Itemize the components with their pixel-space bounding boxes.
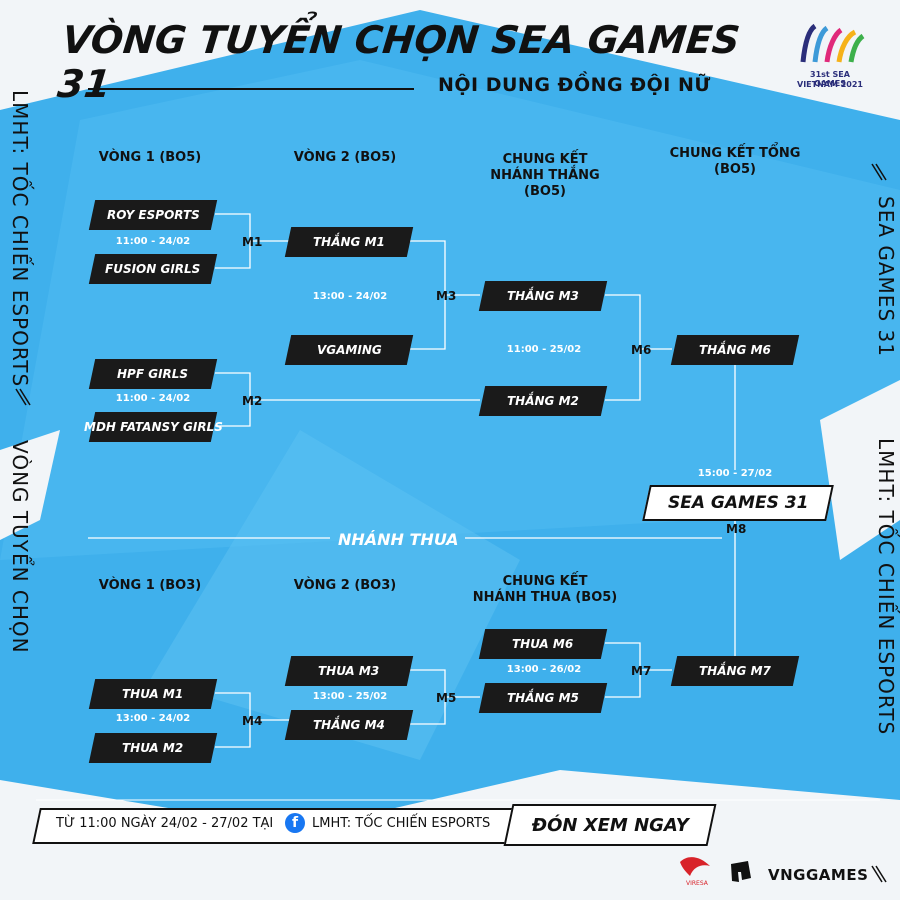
footer-page-link[interactable]: LMHT: TỐC CHIẾN ESPORTS xyxy=(312,816,491,831)
match-time-m8: 15:00 - 27/02 xyxy=(697,468,773,479)
match-time-m2: 11:00 - 24/02 xyxy=(115,393,191,404)
slash-divider-right-top xyxy=(871,163,887,181)
team-slot-m1-b: FUSION GIRLS xyxy=(88,254,218,284)
facebook-icon[interactable]: f xyxy=(285,813,305,833)
team-slot-m2-b: MDH FATANSY GIRLS xyxy=(84,412,222,442)
team-slot-m7-winner: THẮNG M7 xyxy=(670,656,800,686)
winners-col-round2: VÒNG 2 (BO5) xyxy=(293,150,397,165)
team-slot-m4-a: THUA M1 xyxy=(88,679,218,709)
logo-line-2: VIETNAM 2021 xyxy=(797,80,863,89)
team-slot-m2-a: HPF GIRLS xyxy=(88,359,218,389)
vietnam-esports-logo-icon: VIRESA xyxy=(680,857,710,887)
logo-line-1: 31st SEA GAMES xyxy=(810,70,850,88)
losers-bracket-heading: NHÁNH THUA xyxy=(338,530,459,549)
watch-now-button[interactable]: ĐÓN XEM NGAY xyxy=(503,804,717,846)
match-label-m7: M7 xyxy=(631,664,652,678)
match-time-m7: 13:00 - 26/02 xyxy=(506,664,582,675)
winners-col-final-l1: CHUNG KẾT xyxy=(502,152,588,167)
title-divider xyxy=(88,88,414,90)
match-label-m2: M2 xyxy=(242,394,263,408)
svg-text:VIRESA: VIRESA xyxy=(686,880,709,887)
team-slot-m8-a: THẮNG M6 xyxy=(670,335,800,365)
sea-games-logo-icon xyxy=(800,23,865,63)
match-time-m4: 13:00 - 24/02 xyxy=(115,713,191,724)
team-slot-m3-b: VGAMING xyxy=(284,335,414,365)
team-slot-m7-b: THẮNG M5 xyxy=(478,683,608,713)
match-label-m5: M5 xyxy=(436,691,457,705)
team-slot-m5-a: THUA M3 xyxy=(284,656,414,686)
team-slot-m4-b: THUA M2 xyxy=(88,733,218,763)
losers-col-final-l1: CHUNG KẾT xyxy=(502,574,588,589)
match-time-m6: 11:00 - 25/02 xyxy=(506,344,582,355)
page-subtitle: NỘI DUNG ĐỒNG ĐỘI NỮ xyxy=(438,74,711,96)
match-label-m8: M8 xyxy=(726,522,747,536)
winners-col-round1: VÒNG 1 (BO5) xyxy=(98,150,202,165)
match-label-m1: M1 xyxy=(242,235,263,249)
losers-col-round1: VÒNG 1 (BO3) xyxy=(98,578,202,593)
match-time-m5: 13:00 - 25/02 xyxy=(312,691,388,702)
match-time-m1: 11:00 - 24/02 xyxy=(115,236,191,247)
grand-final-col-l2: (BO5) xyxy=(714,162,756,177)
sea-games-final-slot: SEA GAMES 31 xyxy=(642,485,834,521)
slash-divider-right-bottom xyxy=(871,865,887,883)
match-label-m4: M4 xyxy=(242,714,263,728)
team-slot-m5-b: THẮNG M4 xyxy=(284,710,414,740)
grand-final-col-l1: CHUNG KẾT TỔNG xyxy=(669,146,801,161)
winners-col-final-l2: NHÁNH THẮNG (BO5) xyxy=(490,168,600,199)
match-label-m6: M6 xyxy=(631,343,652,357)
vng-games-logo: VNGGAMES xyxy=(768,866,869,884)
riot-games-logo-icon xyxy=(731,861,751,882)
team-slot-m1-a: ROY ESPORTS xyxy=(88,200,218,230)
team-slot-m6-b: THẮNG M2 xyxy=(478,386,608,416)
losers-col-final-l2: NHÁNH THUA (BO5) xyxy=(472,590,618,605)
footer-schedule-text: TỪ 11:00 NGÀY 24/02 - 27/02 TẠI xyxy=(56,816,274,831)
match-label-m3: M3 xyxy=(436,289,457,303)
team-slot-m3-a: THẮNG M1 xyxy=(284,227,414,257)
losers-col-round2: VÒNG 2 (BO3) xyxy=(293,578,397,593)
team-slot-m7-a: THUA M6 xyxy=(478,629,608,659)
match-time-m3: 13:00 - 24/02 xyxy=(312,291,388,302)
slash-divider-left xyxy=(15,388,31,406)
team-slot-m6-a: THẮNG M3 xyxy=(478,281,608,311)
